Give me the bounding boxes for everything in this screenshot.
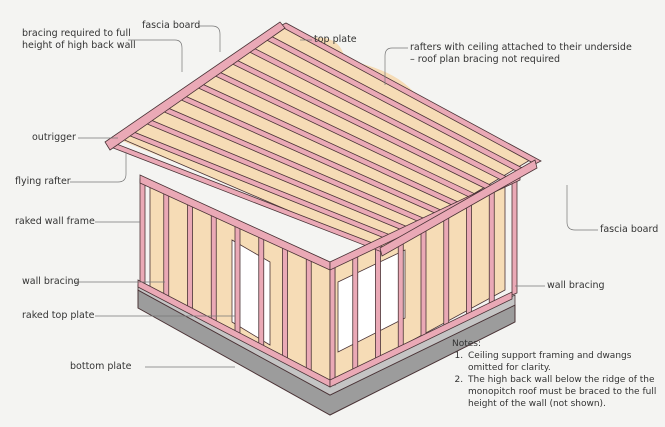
fascia-board-right	[379, 159, 538, 257]
stud	[511, 173, 518, 296]
label-outrigger: outrigger	[32, 132, 76, 143]
stud	[282, 243, 288, 361]
stud	[420, 218, 427, 340]
note-item: The high back wall below the ridge of th…	[466, 374, 662, 410]
label-fascia-board-right: fascia board	[600, 224, 659, 235]
label-raked-top-plate: raked top plate	[22, 310, 95, 321]
label-wall-bracing-right: wall bracing	[547, 280, 605, 291]
stud	[234, 221, 241, 336]
stud	[397, 229, 404, 351]
label-raked-wall-frame: raked wall frame	[15, 216, 95, 227]
stud	[466, 195, 472, 318]
label-flying-rafter: flying rafter	[15, 176, 71, 187]
stud	[352, 252, 359, 373]
label-bottom-plate: bottom plate	[70, 361, 132, 372]
label-rafters: rafters with ceiling attached to their u…	[410, 42, 632, 65]
stud	[258, 232, 265, 349]
stud	[187, 200, 193, 311]
stud	[305, 254, 312, 374]
stud	[210, 211, 217, 324]
stud	[329, 263, 336, 384]
note-item: Ceiling support framing and dwangs omitt…	[466, 350, 662, 374]
stud	[488, 184, 495, 307]
fascia-board-front	[104, 21, 286, 151]
label-wall-bracing-left: wall bracing	[22, 276, 80, 287]
notes-title: Notes:	[452, 339, 482, 349]
stud	[163, 189, 170, 299]
label-top-plate: top plate	[314, 34, 357, 45]
notes: Notes: Ceiling support framing and dwang…	[452, 338, 662, 410]
stud	[139, 178, 146, 286]
stud	[443, 207, 450, 329]
rafter	[279, 22, 542, 165]
label-fascia-board-top: fascia board	[142, 20, 201, 31]
stud	[375, 240, 381, 362]
